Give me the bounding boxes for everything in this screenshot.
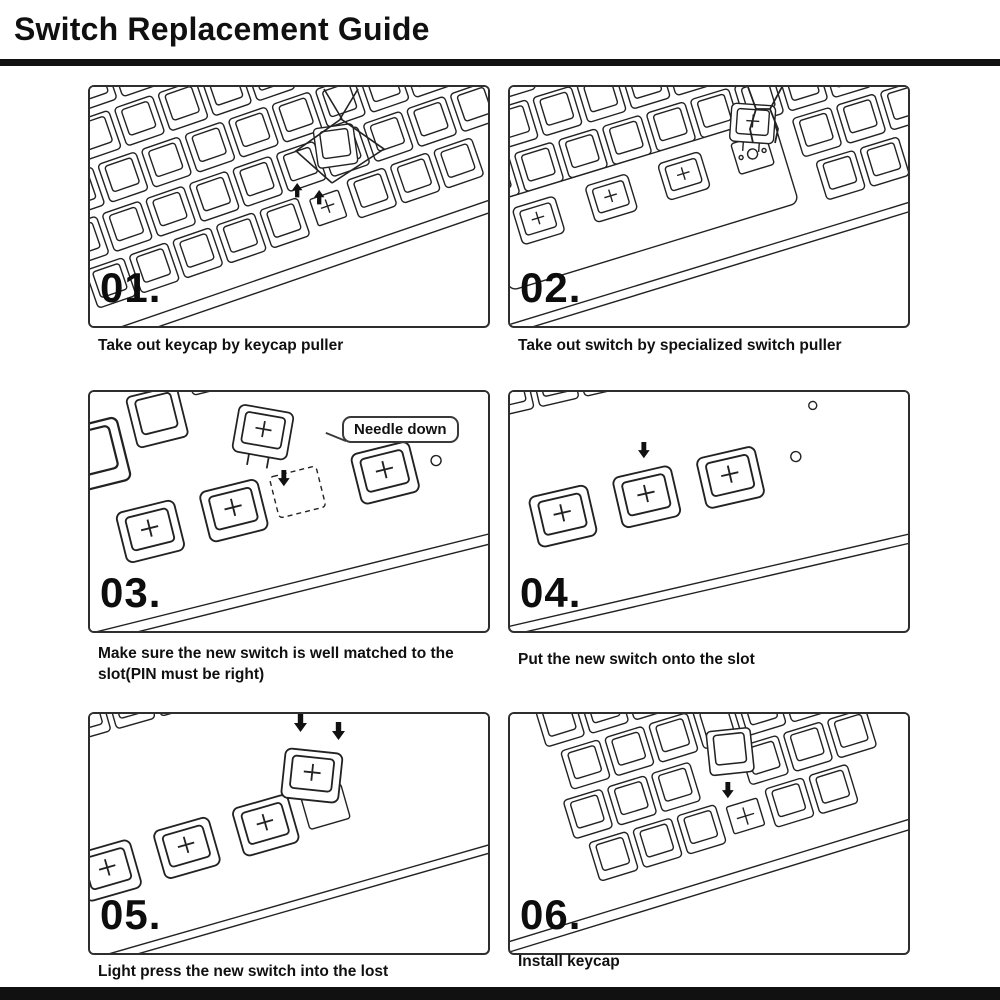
page-title: Switch Replacement Guide	[14, 11, 430, 47]
screw-hole	[790, 450, 802, 463]
step-number: 06.	[520, 891, 582, 938]
step-number: 02.	[520, 264, 582, 311]
exposed-plate	[510, 117, 798, 290]
step-panel-2: 02.	[508, 85, 910, 328]
keyboard	[510, 392, 908, 631]
screw-hole	[430, 454, 442, 467]
switch-puller-icon	[747, 87, 783, 144]
step-caption: Install keycap	[518, 953, 620, 970]
needle-down-callout: Needle down	[342, 416, 459, 443]
step-number: 05.	[100, 891, 162, 938]
step-caption: Take out switch by specialized switch pu…	[518, 337, 842, 354]
lifted-keycap	[312, 122, 359, 170]
top-divider-band	[0, 59, 1000, 66]
illustration-step-5	[90, 714, 488, 953]
bottom-divider-band	[0, 987, 1000, 1000]
step-number: 03.	[100, 569, 162, 616]
screw-hole	[808, 400, 818, 411]
illustration-step-2	[510, 87, 908, 326]
keycap-puller-icon	[294, 88, 386, 184]
illustration-step-1	[90, 87, 488, 326]
illustration-step-4	[510, 392, 908, 631]
new-keycap	[705, 726, 756, 777]
step-panel-5: 05.	[88, 712, 490, 955]
step-number: 01.	[100, 264, 162, 311]
step-caption: Light press the new switch into the lost	[98, 963, 389, 980]
pressed-switch	[279, 747, 344, 805]
step-caption: Take out keycap by keycap puller	[98, 337, 344, 354]
switch-in-slot	[725, 797, 766, 835]
step-panel-6: 06.	[508, 712, 910, 955]
keyboard	[510, 87, 908, 326]
step-number: 04.	[520, 569, 582, 616]
step-caption: Make sure the new switch is well matched…	[98, 645, 454, 683]
step-panel-4: 04.	[508, 390, 910, 633]
step-panel-1: 01.	[88, 85, 490, 328]
step-caption: Put the new switch onto the slot	[518, 651, 755, 668]
illustration-step-3	[90, 392, 488, 631]
target-slot-outline	[269, 465, 326, 519]
step-panel-3: Needle down 03.	[88, 390, 490, 633]
illustration-step-6	[510, 714, 908, 953]
keyboard	[510, 714, 908, 953]
